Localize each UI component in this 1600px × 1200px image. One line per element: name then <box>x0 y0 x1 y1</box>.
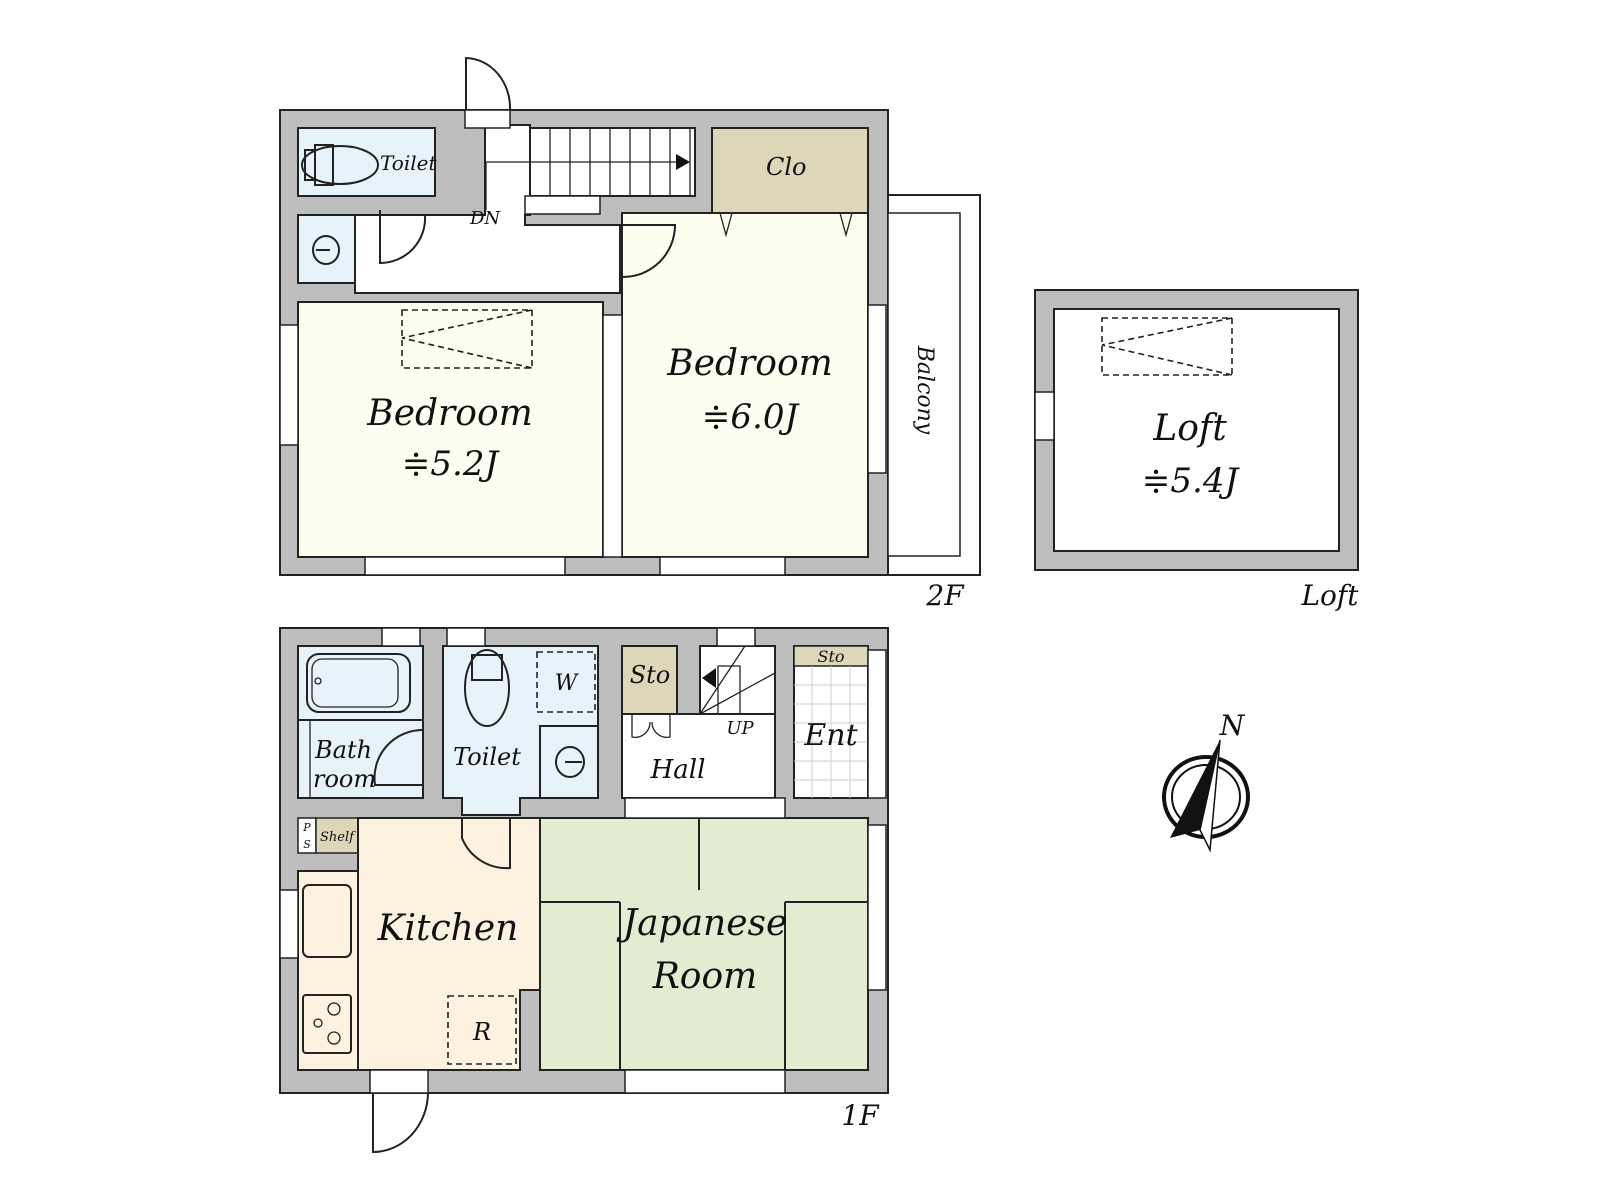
window-kitchen <box>279 889 299 959</box>
aircon-outline <box>401 309 533 369</box>
stair-arrow-up-icon <box>702 668 716 688</box>
basin-icon <box>312 235 340 265</box>
storage-doors <box>631 714 671 738</box>
label-shelf: Shelf <box>320 830 356 845</box>
label-hall: Hall <box>650 755 706 785</box>
door-swing-toilet-1f <box>461 818 511 870</box>
label-washer: W <box>555 671 580 696</box>
floor-loft: Loft ≑5.4J Loft <box>1034 289 1359 612</box>
label-loft-size: ≑5.4J <box>1142 461 1241 501</box>
washer-space <box>536 651 596 713</box>
front-door[interactable] <box>867 649 887 799</box>
room-bedroom-5-2 <box>297 301 604 558</box>
floor-label-loft: Loft <box>1300 579 1359 612</box>
entrance-tile-grid <box>794 666 868 798</box>
window-balcony-door <box>867 304 887 474</box>
label-storage-hall: Sto <box>630 661 671 689</box>
toilet-bowl-icon <box>301 145 379 185</box>
sink-icon <box>302 884 352 958</box>
label-entrance-storage: Sto <box>817 647 844 666</box>
basin-icon-1f <box>555 746 585 778</box>
bathtub-icon <box>306 653 411 713</box>
door-swing-toilet-2f <box>379 210 427 265</box>
corridor-2f <box>354 124 621 294</box>
aircon-outline-loft <box>1101 317 1233 376</box>
window-bedroom-left-side <box>279 324 299 446</box>
floor-label-1f: 1F <box>841 1099 880 1132</box>
sliding-door-japanese-room <box>624 797 786 819</box>
stair-arrow-icon <box>676 154 690 170</box>
label-balcony: Balcony <box>912 345 937 435</box>
label-ps-1: P <box>302 821 311 834</box>
floor-label-2f: 2F <box>925 579 965 612</box>
label-toilet-2f: Toilet <box>380 151 437 175</box>
door-swing-kitchen <box>372 1092 429 1154</box>
window-bedroom-right <box>659 556 786 576</box>
floor-2f: Toilet DN Clo Bedroom ≑5.2J <box>279 56 981 612</box>
label-ps-2: S <box>303 838 311 851</box>
room-bedroom-6-0 <box>621 212 869 558</box>
room-closet <box>711 127 869 214</box>
label-stairs-up: UP <box>726 718 754 739</box>
label-toilet-1f: Toilet <box>453 743 521 771</box>
room-storage-hall <box>621 645 678 715</box>
window-loft <box>1034 391 1055 441</box>
label-bedroom-right: Bedroom <box>666 343 833 384</box>
label-bathroom-2: room <box>313 765 376 793</box>
fridge-space <box>447 995 517 1065</box>
label-refrigerator: R <box>472 1018 491 1046</box>
door-swing-bathroom <box>373 728 424 786</box>
label-entrance: Ent <box>803 718 858 753</box>
floor-1f: Bath room W Toilet Sto UP Hall Sto <box>279 627 889 1154</box>
label-bedroom-left: Bedroom <box>366 393 533 434</box>
label-kitchen: Kitchen <box>377 908 519 949</box>
label-stairs-down: DN <box>469 208 501 229</box>
window-bedroom-left <box>364 556 566 576</box>
closet-door-marker <box>719 212 733 238</box>
closet-sliding-doors <box>602 314 623 558</box>
compass: N <box>1162 709 1250 853</box>
label-bedroom-left-size: ≑5.2J <box>402 444 501 484</box>
window-japanese-room-side <box>867 824 887 991</box>
window-japanese-room <box>624 1069 786 1094</box>
stove-icon <box>302 994 352 1054</box>
label-japanese-room-2: Room <box>652 956 758 997</box>
room-japanese <box>539 817 869 1071</box>
compass-north-label: N <box>1219 709 1246 742</box>
door-swing-top <box>465 56 512 111</box>
label-closet: Clo <box>766 153 807 181</box>
label-bathroom-1: Bath <box>314 736 372 764</box>
window-stairs <box>716 627 756 647</box>
window-bathroom <box>381 627 421 647</box>
toilet-bowl-icon-1f <box>464 649 510 727</box>
kitchen-back-door[interactable] <box>369 1069 429 1094</box>
room-bathroom <box>297 645 424 799</box>
door-swing-bedroom-right <box>621 224 677 279</box>
window-toilet <box>446 627 486 647</box>
label-bedroom-right-size: ≑6.0J <box>702 397 801 437</box>
tatami-lines <box>540 818 868 1070</box>
compass-needle-icon <box>1170 740 1220 838</box>
label-japanese-room-1: Japanese <box>616 903 788 944</box>
label-loft: Loft <box>1152 408 1227 449</box>
